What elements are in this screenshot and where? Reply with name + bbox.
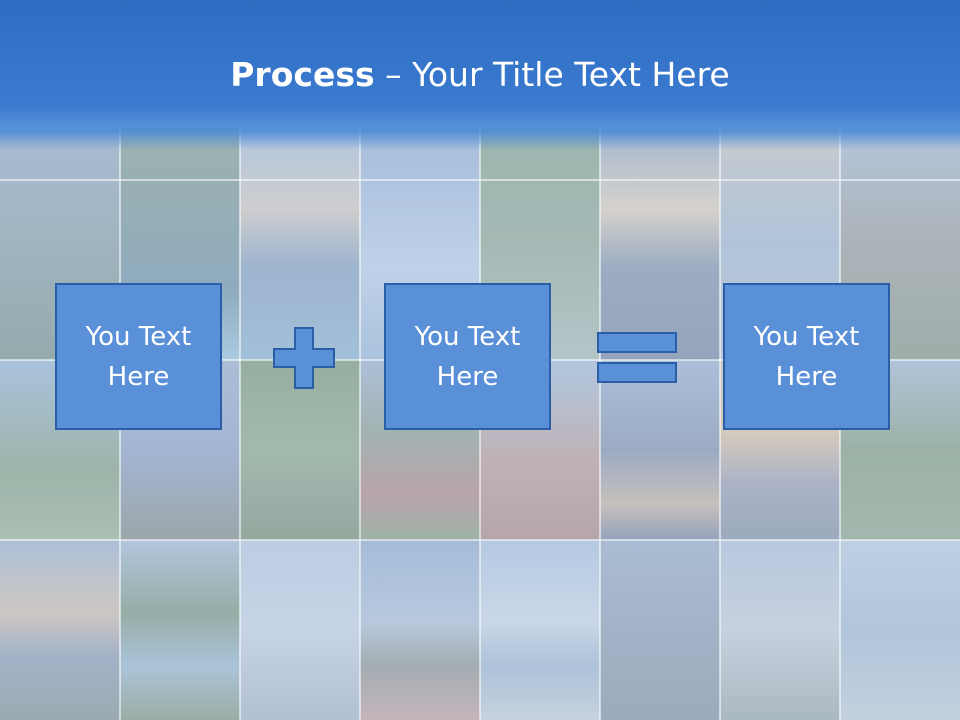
title-banner	[0, 0, 960, 150]
process-box-text: You Text Here	[753, 321, 860, 392]
grid-divider	[0, 179, 960, 181]
slide-title-rest: – Your Title Text Here	[374, 55, 730, 94]
process-box-text: You Text Here	[85, 321, 192, 392]
process-box-3[interactable]: You Text Here	[723, 283, 890, 430]
plus-icon[interactable]	[273, 327, 335, 389]
process-box-text: You Text Here	[414, 321, 521, 392]
grid-divider	[239, 128, 241, 720]
equals-icon[interactable]	[597, 332, 677, 384]
grid-divider	[719, 128, 721, 720]
grid-divider	[599, 128, 601, 720]
grid-divider	[359, 128, 361, 720]
equals-bar-bottom	[597, 362, 677, 383]
grid-divider	[0, 539, 960, 541]
process-box-2[interactable]: You Text Here	[384, 283, 551, 430]
process-box-1[interactable]: You Text Here	[55, 283, 222, 430]
slide-title[interactable]: Process – Your Title Text Here	[0, 52, 960, 98]
plus-shape	[273, 327, 335, 389]
equals-bar-top	[597, 332, 677, 353]
slide-title-bold: Process	[230, 55, 375, 94]
